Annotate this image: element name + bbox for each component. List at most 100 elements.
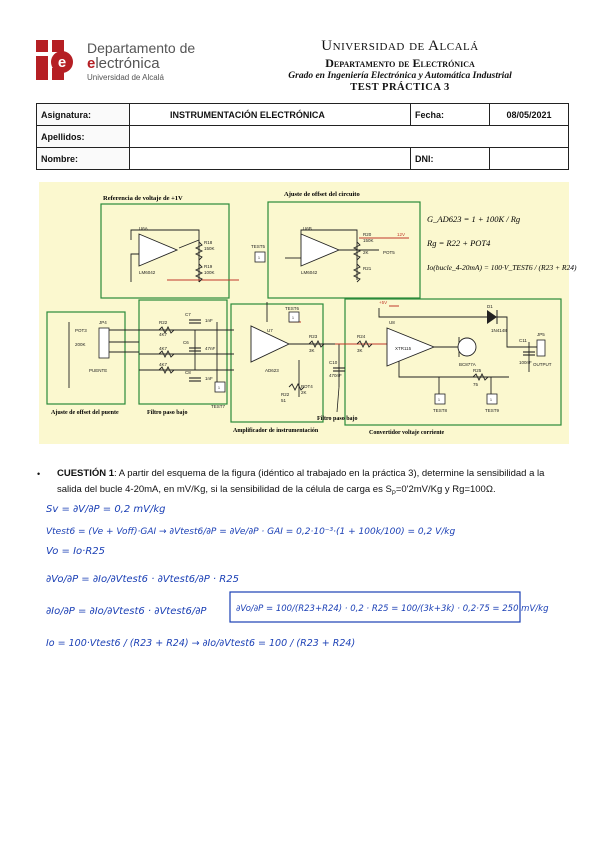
dni-field[interactable] <box>489 147 569 170</box>
lbl-c11: C11 <box>519 338 527 343</box>
lbl-pot4v: 2K <box>301 390 307 395</box>
student-info-table: Asignatura: INSTRUMENTACIÓN ELECTRÓNICA … <box>36 103 569 170</box>
fecha-value: 08/05/2021 <box>489 103 569 126</box>
lbl-r23: R23 <box>309 334 318 339</box>
apellidos-label: Apellidos: <box>36 125 130 148</box>
lbl-output: OUTPUT <box>533 362 552 367</box>
svg-text:1: 1 <box>292 316 294 320</box>
test-title: TEST PRÁCTICA 3 <box>350 82 450 93</box>
lbl-u6a: U6A <box>139 226 148 231</box>
lbl-v5: +5V <box>379 300 387 305</box>
lbl-test6: TEST6 <box>285 306 300 311</box>
lbl-pot3v: 200K <box>75 342 86 347</box>
testpoint-test6 <box>288 311 300 323</box>
svg-text:1: 1 <box>490 398 492 402</box>
asignatura-value: INSTRUMENTACIÓN ELECTRÓNICA <box>129 103 411 126</box>
label-inamp: Amplificador de instrumentación <box>233 428 319 434</box>
hw-line2: Vtest6 = (Ve + Voff)·GAI → ∂Vtest6/∂P = … <box>46 527 455 537</box>
testpoint-test8 <box>434 393 446 405</box>
connector-jp4 <box>98 327 110 359</box>
formula-gain: G_AD623 = 1 + 100K / Rg <box>427 214 520 224</box>
lbl-pot5v: 2K <box>363 250 369 255</box>
lbl-c6: C6 <box>183 340 189 345</box>
lbl-test8: TEST8 <box>433 408 448 413</box>
lbl-r22b: 4K7 <box>159 346 168 351</box>
university-title: Universidad de Alcalá <box>321 38 479 54</box>
dept-name-line2: electrónica <box>87 55 160 72</box>
lbl-test5: TEST5 <box>251 244 266 249</box>
lbl-r22av: 4K7 <box>159 332 168 337</box>
question-text: : A partir del esquema de la figura (idé… <box>57 468 545 495</box>
hw-boxed-answer: ∂Vo/∂P = 100/(R23+R24) · 0,2 · R25 = 100… <box>236 604 549 614</box>
lbl-puente: PUENTE <box>89 368 107 373</box>
fecha-label: Fecha: <box>410 103 490 126</box>
block-voltage-ref-frame <box>100 203 230 299</box>
hw-line1: Sv = ∂V/∂P = 0,2 mV/kg <box>46 504 166 515</box>
formula-io: Io(bucle_4-20mA) = 100·V_TEST6 / (R23 + … <box>426 263 577 272</box>
lbl-xtr115: XTR115 <box>395 346 412 351</box>
testpoint-test9 <box>486 393 498 405</box>
question-bullet: • <box>37 469 41 479</box>
opamp-ad623 <box>250 325 291 363</box>
lbl-r25: R25 <box>473 368 482 373</box>
lbl-r19: R19 <box>204 264 213 269</box>
lbl-c7: C7 <box>185 312 191 317</box>
lbl-jp5: JP5 <box>537 332 545 337</box>
lbl-c8v: 1nF <box>205 376 213 381</box>
circuit-schematic: Referencia de voltaje de +1V Ajuste de o… <box>39 182 577 444</box>
question-1: CUESTIÓN 1: A partir del esquema de la f… <box>57 466 569 502</box>
svg-text:1: 1 <box>218 386 220 390</box>
lbl-r22: R22 <box>281 392 290 397</box>
hw-line5: ∂Io/∂P = ∂Io/∂Vtest6 · ∂Vtest6/∂P <box>46 606 207 617</box>
dept-e-letter: e <box>87 55 96 72</box>
dept-name-line1: Departamento de <box>87 40 196 56</box>
degree-title: Grado en Ingeniería Electrónica y Automá… <box>288 71 512 81</box>
connector-jp5 <box>536 339 546 357</box>
testpoint-test7 <box>214 381 226 393</box>
dept-name-rest: lectrónica <box>95 55 160 72</box>
label-voltage-ref: Referencia de voltaje de +1V <box>103 195 183 202</box>
dni-label: DNI: <box>410 147 490 170</box>
hw-line3: Vo = Io·R25 <box>46 546 105 557</box>
hw-line6: Io = 100·Vtest6 / (R23 + R24) → ∂Io/∂Vte… <box>46 638 355 649</box>
department-title: Departamento de Electrónica <box>325 56 475 70</box>
label-lowpass2: Filtro paso bajo <box>317 416 358 422</box>
lbl-ad623: AD623 <box>265 368 279 373</box>
label-offset-adjust: Ajuste de offset del circuito <box>284 191 360 198</box>
lbl-c11v: 100nF <box>519 360 532 365</box>
diode-d1 <box>487 310 497 324</box>
lbl-r18: R18 <box>204 240 213 245</box>
apellidos-field[interactable] <box>129 125 569 148</box>
asignatura-label: Asignatura: <box>36 103 130 126</box>
ic-xtr115 <box>386 327 436 367</box>
block-bridge-frame <box>46 311 126 405</box>
lbl-lm6042-1: LM6042 <box>139 270 156 275</box>
nombre-field[interactable] <box>129 147 411 170</box>
label-converter: Convertidor voltaje corriente <box>369 430 445 436</box>
lbl-q1: BC877A <box>459 362 476 367</box>
lbl-test7: TEST7 <box>211 404 226 409</box>
lbl-r21: R21 <box>363 266 372 271</box>
lbl-v12: 12V <box>397 232 405 237</box>
lbl-d1v: 1N4148 <box>491 328 507 333</box>
hw-answer-box <box>229 591 521 623</box>
lbl-r23v: 3K <box>309 348 315 353</box>
dept-university: Universidad de Alcalá <box>87 73 164 82</box>
question-label: CUESTIÓN 1 <box>57 468 115 479</box>
lbl-u7: U7 <box>267 328 273 333</box>
svg-text:e: e <box>58 54 66 71</box>
lbl-r18v: 150K <box>204 246 215 251</box>
lbl-pot3: POT3 <box>75 328 87 333</box>
lbl-r22a: R22 <box>159 320 168 325</box>
svg-text:1: 1 <box>438 398 440 402</box>
svg-text:1: 1 <box>258 256 260 260</box>
block-inamp-frame <box>230 303 324 423</box>
lbl-c8: C8 <box>185 370 191 375</box>
nombre-label: Nombre: <box>36 147 130 170</box>
block-converter-frame <box>344 298 562 426</box>
transistor-q1 <box>457 337 477 357</box>
lbl-r20v: 150K <box>363 238 374 243</box>
lbl-pot4: POT4 <box>301 384 313 389</box>
question-text-end: =0'2mV/Kg y Rg=100Ω. <box>395 484 496 495</box>
department-logo: e <box>36 40 73 80</box>
